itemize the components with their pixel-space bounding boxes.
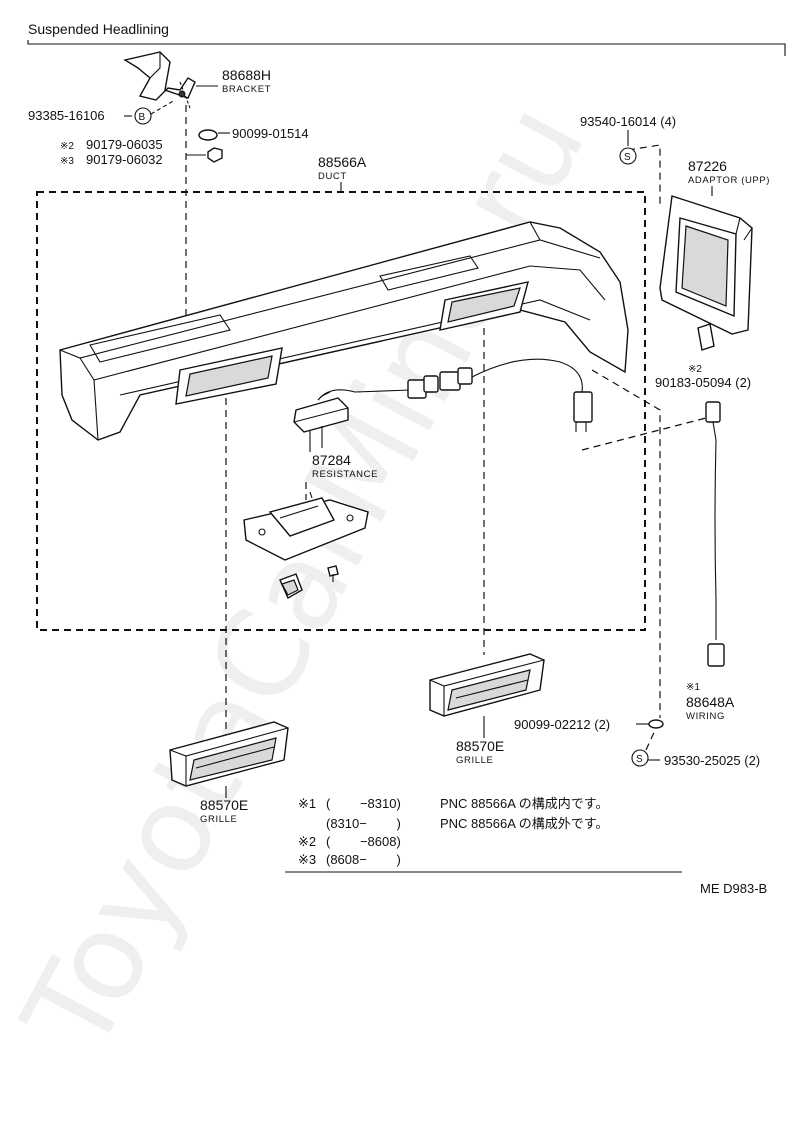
- screw-s-bottom-part-number: 93530-25025 (2): [664, 753, 760, 768]
- grille-right-label: GRILLE: [456, 755, 493, 766]
- grille-left-label: GRILLE: [200, 814, 237, 825]
- adaptor-illustration: [659, 195, 753, 335]
- note-1-text: PNC 88566A の構成内です。: [440, 796, 608, 811]
- screw-b-symbol: B: [139, 112, 146, 123]
- clip-part-number: 90183-05094 (2): [655, 375, 751, 390]
- screw-s-top-symbol: S: [624, 152, 631, 163]
- note-1-mark: ※1: [298, 796, 316, 811]
- note-3-mark: ※2: [298, 834, 316, 849]
- note-2-range: (8310− ): [326, 816, 401, 831]
- adaptor-label: ADAPTOR (UPP): [688, 175, 770, 186]
- wiring-label: WIRING: [686, 711, 725, 722]
- resistance-label: RESISTANCE: [312, 469, 378, 480]
- small-screw-illustration: [327, 565, 339, 582]
- screw-s-top-part-number: 93540-16014 (4): [580, 114, 676, 129]
- screw-top-dash-line: [627, 144, 661, 205]
- nut3-part-number: 90179-06032: [86, 152, 163, 167]
- note-3-range: ( −8608): [326, 834, 401, 849]
- motor-housing-illustration: [243, 482, 369, 561]
- note-1-range: ( −8310): [326, 796, 401, 811]
- resistance-part-number: 87284: [312, 452, 351, 468]
- header-rule: [27, 40, 786, 56]
- wiring-part-number: 88648A: [686, 694, 735, 710]
- wiring-illustration: [705, 401, 725, 667]
- washer-bottom-part-number: 90099-02212 (2): [514, 717, 610, 732]
- figure-code: ME D983-B: [700, 881, 767, 896]
- screw-b-part-number: 93385-16106: [28, 108, 105, 123]
- nut2-mark: ※2: [60, 141, 74, 152]
- washer-bottom-icon: [648, 719, 664, 729]
- note-4-range: (8608− ): [326, 852, 401, 867]
- resistance-illustration: [293, 391, 349, 452]
- bolt-b-symbol-icon: [134, 107, 152, 125]
- wiring-mark: ※1: [686, 682, 700, 693]
- clip-icon: [697, 323, 715, 351]
- washer-top-part-number: 90099-01514: [232, 126, 309, 141]
- wiring-dash-line: [581, 417, 707, 451]
- screw-bottom-dash-line: [591, 369, 661, 718]
- bracket-illustration: [123, 51, 196, 109]
- adaptor-part-number: 87226: [688, 158, 727, 174]
- duct-label: DUCT: [318, 171, 347, 182]
- nut-icon: [207, 147, 223, 163]
- screw-s-bottom-icon: [631, 749, 649, 767]
- clip-mark: ※2: [688, 364, 702, 375]
- nut3-mark: ※3: [60, 156, 74, 167]
- grille-left-part-number: 88570E: [200, 797, 248, 813]
- duct-part-number: 88566A: [318, 154, 367, 170]
- note-4-mark: ※3: [298, 852, 316, 867]
- screw-s-top-icon: [619, 147, 637, 165]
- nut2-part-number: 90179-06035: [86, 137, 163, 152]
- grille-left-illustration: [169, 721, 289, 787]
- knob-illustration: [279, 573, 303, 599]
- note-2-text: PNC 88566A の構成外です。: [440, 816, 608, 831]
- bracket-part-number: 88688H: [222, 67, 271, 83]
- duct-illustration: [59, 221, 629, 441]
- page-title: Suspended Headlining: [28, 21, 169, 37]
- screw-s-bottom-symbol: S: [636, 754, 643, 765]
- washer-icon: [198, 129, 218, 141]
- duct-harness-illustration: [317, 358, 593, 432]
- notes-block: ※1 ( −8310) PNC 88566A の構成内です。 (8310− ) …: [298, 796, 608, 867]
- grille-right-illustration: [429, 653, 545, 717]
- bracket-label: BRACKET: [222, 84, 271, 95]
- grille-right-part-number: 88570E: [456, 738, 504, 754]
